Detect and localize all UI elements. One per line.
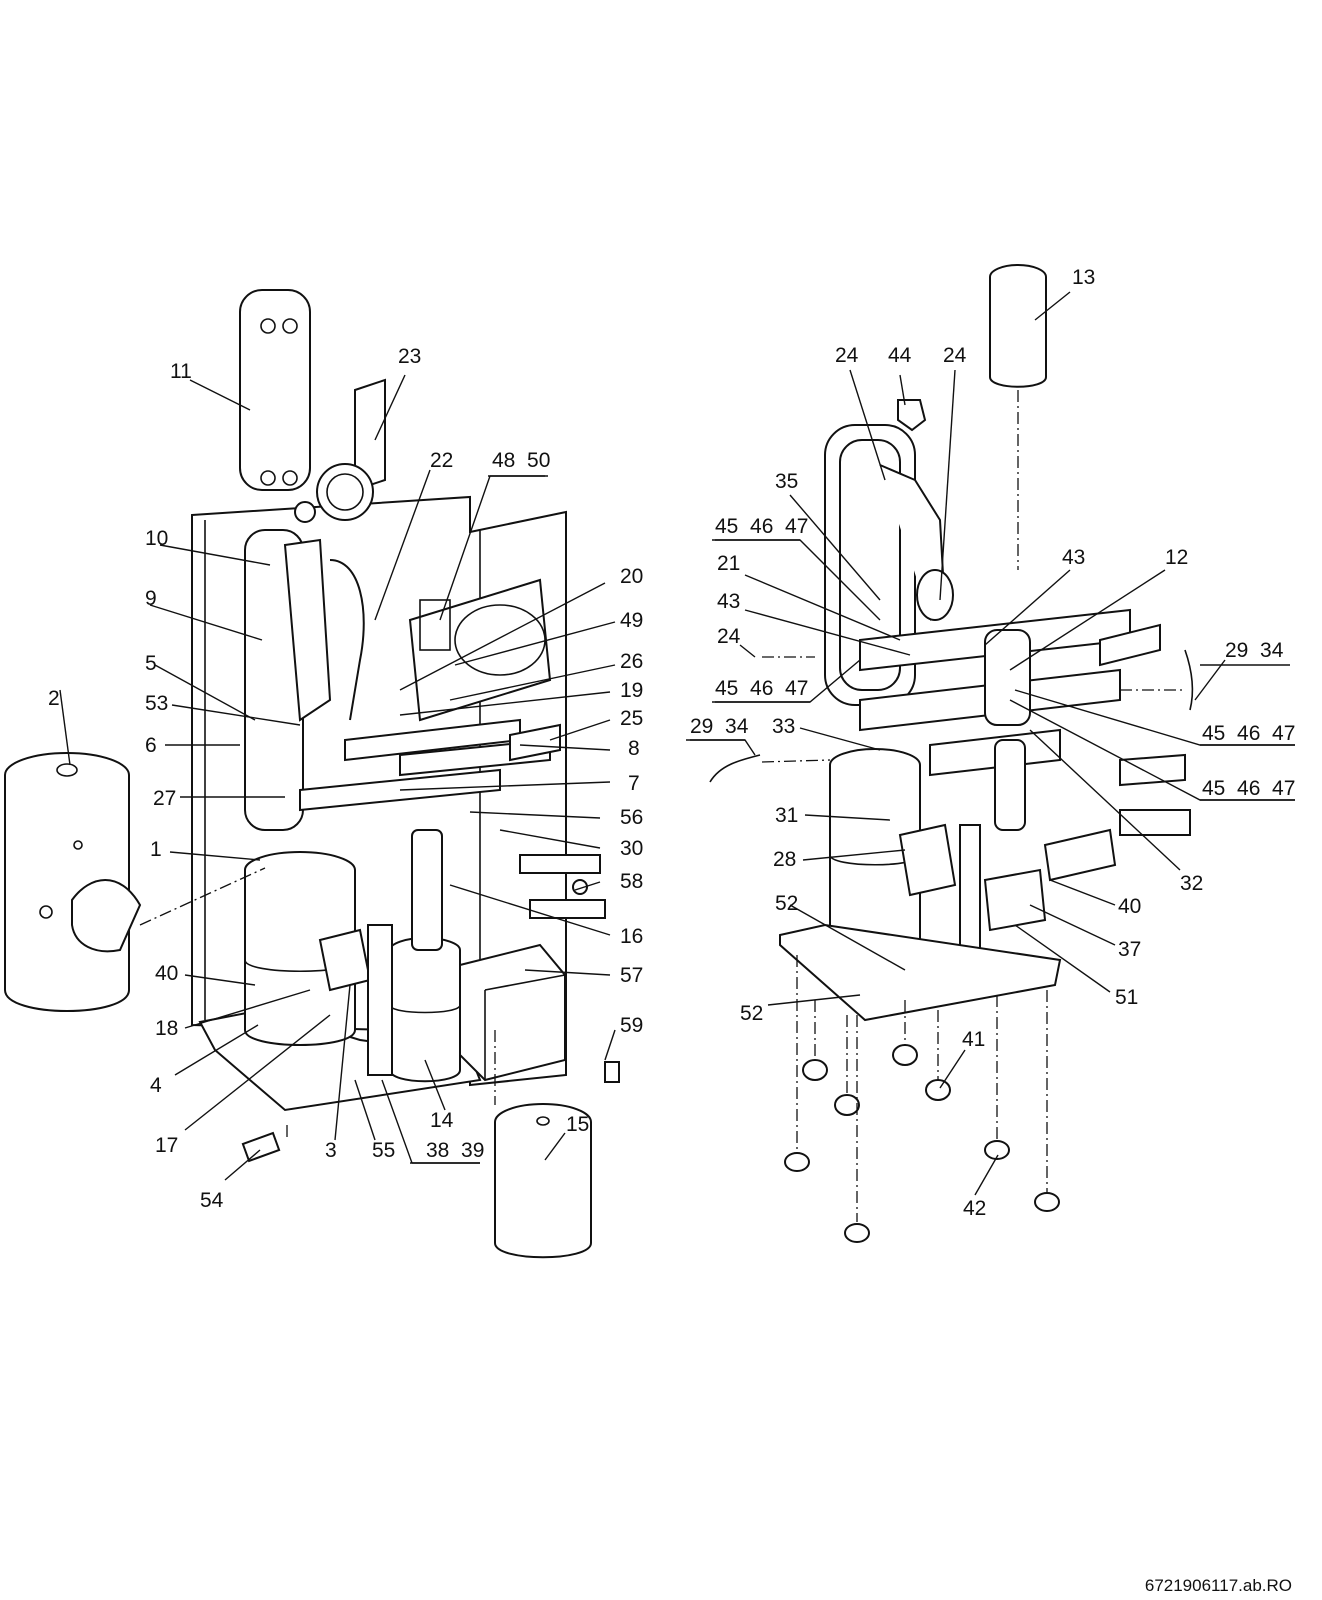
callout-labels: 11 23 22 48 50 10 9 5 53 2 6 27 1 40 18 … [48,266,1295,1220]
callout-7: 7 [628,772,640,795]
callout-28: 28 [773,848,796,871]
callout-37: 37 [1118,938,1141,961]
callout-27: 27 [153,787,176,810]
callout-14: 14 [430,1109,454,1132]
left-assembly-drawing [4,289,620,1259]
callout-13: 13 [1072,266,1095,289]
callout-31: 31 [775,804,798,827]
callout-24-c: 24 [717,625,741,648]
callout-29-34-a: 29 34 [690,715,749,738]
callout-30: 30 [620,837,643,860]
callout-10: 10 [145,527,168,550]
callout-18: 18 [155,1017,178,1040]
callout-45-47-b: 45 46 47 [715,677,808,700]
callout-24-b: 24 [943,344,967,367]
callout-54: 54 [200,1189,224,1212]
callout-56: 56 [620,806,643,829]
callout-55: 55 [372,1139,395,1162]
electrical-box [459,943,566,1082]
callout-45-47-c: 45 46 47 [1202,722,1295,745]
callout-35: 35 [775,470,798,493]
tank-mount-line [139,867,266,926]
callout-1: 1 [150,838,162,861]
callout-52-b: 52 [740,1002,763,1025]
callout-57: 57 [620,964,643,987]
callout-58: 58 [620,870,643,893]
callout-15: 15 [566,1113,589,1136]
document-id: 6721906117.ab.RO [1144,1576,1292,1595]
callout-26: 26 [620,650,643,673]
rubber-feet [784,1044,1060,1243]
wire-29-34-left [709,754,761,783]
mixing-valve [354,378,386,492]
callout-16: 16 [620,925,643,948]
callout-23: 23 [398,345,421,368]
callout-9: 9 [145,587,157,610]
callout-43-a: 43 [717,590,740,613]
callout-8: 8 [628,737,640,760]
callout-24-a: 24 [835,344,859,367]
callout-20: 20 [620,565,643,588]
callout-21: 21 [717,552,740,575]
callout-48-50: 48 50 [492,449,550,472]
callout-51: 51 [1115,986,1138,1009]
callout-45-47-d: 45 46 47 [1202,777,1295,800]
callout-22: 22 [430,449,453,472]
callout-53: 53 [145,692,168,715]
bracket-part-54 [241,1131,281,1163]
callout-underlines [410,475,1295,1164]
filter-cylinder [494,1103,592,1259]
callout-32: 32 [1180,872,1203,895]
callout-17: 17 [155,1134,178,1157]
callout-52-a: 52 [775,892,798,915]
right-assembly-drawing [709,264,1194,1243]
callout-3: 3 [325,1139,337,1162]
feet-alignment-lines [761,656,1185,1222]
callout-40-left: 40 [155,962,178,985]
callout-5: 5 [145,652,157,675]
base-plate-right [779,923,1062,1022]
callout-2: 2 [48,687,60,710]
callout-19: 19 [620,679,643,702]
callout-41: 41 [962,1028,985,1051]
cylinder-13 [989,264,1047,388]
callout-44: 44 [888,344,912,367]
callout-49: 49 [620,609,643,632]
callout-4: 4 [150,1074,162,1097]
part-44 [897,399,927,432]
callout-38-39: 38 39 [426,1139,484,1162]
dhw-tank [4,752,142,1012]
callout-42: 42 [963,1197,986,1220]
control-box [408,578,552,722]
plate-heat-exchanger [239,289,311,491]
callout-45-47-a: 45 46 47 [715,515,808,538]
screw-part-59 [604,1061,620,1083]
callout-11: 11 [170,360,192,383]
callout-12: 12 [1165,546,1188,569]
callout-33: 33 [772,715,795,738]
callout-6: 6 [145,734,157,757]
callout-29-34-b: 29 34 [1225,639,1284,662]
wire-29-34-right [1184,649,1194,711]
callout-25: 25 [620,707,643,730]
callout-40-right: 40 [1118,895,1141,918]
callout-43-b: 43 [1062,546,1085,569]
callout-59: 59 [620,1014,643,1037]
